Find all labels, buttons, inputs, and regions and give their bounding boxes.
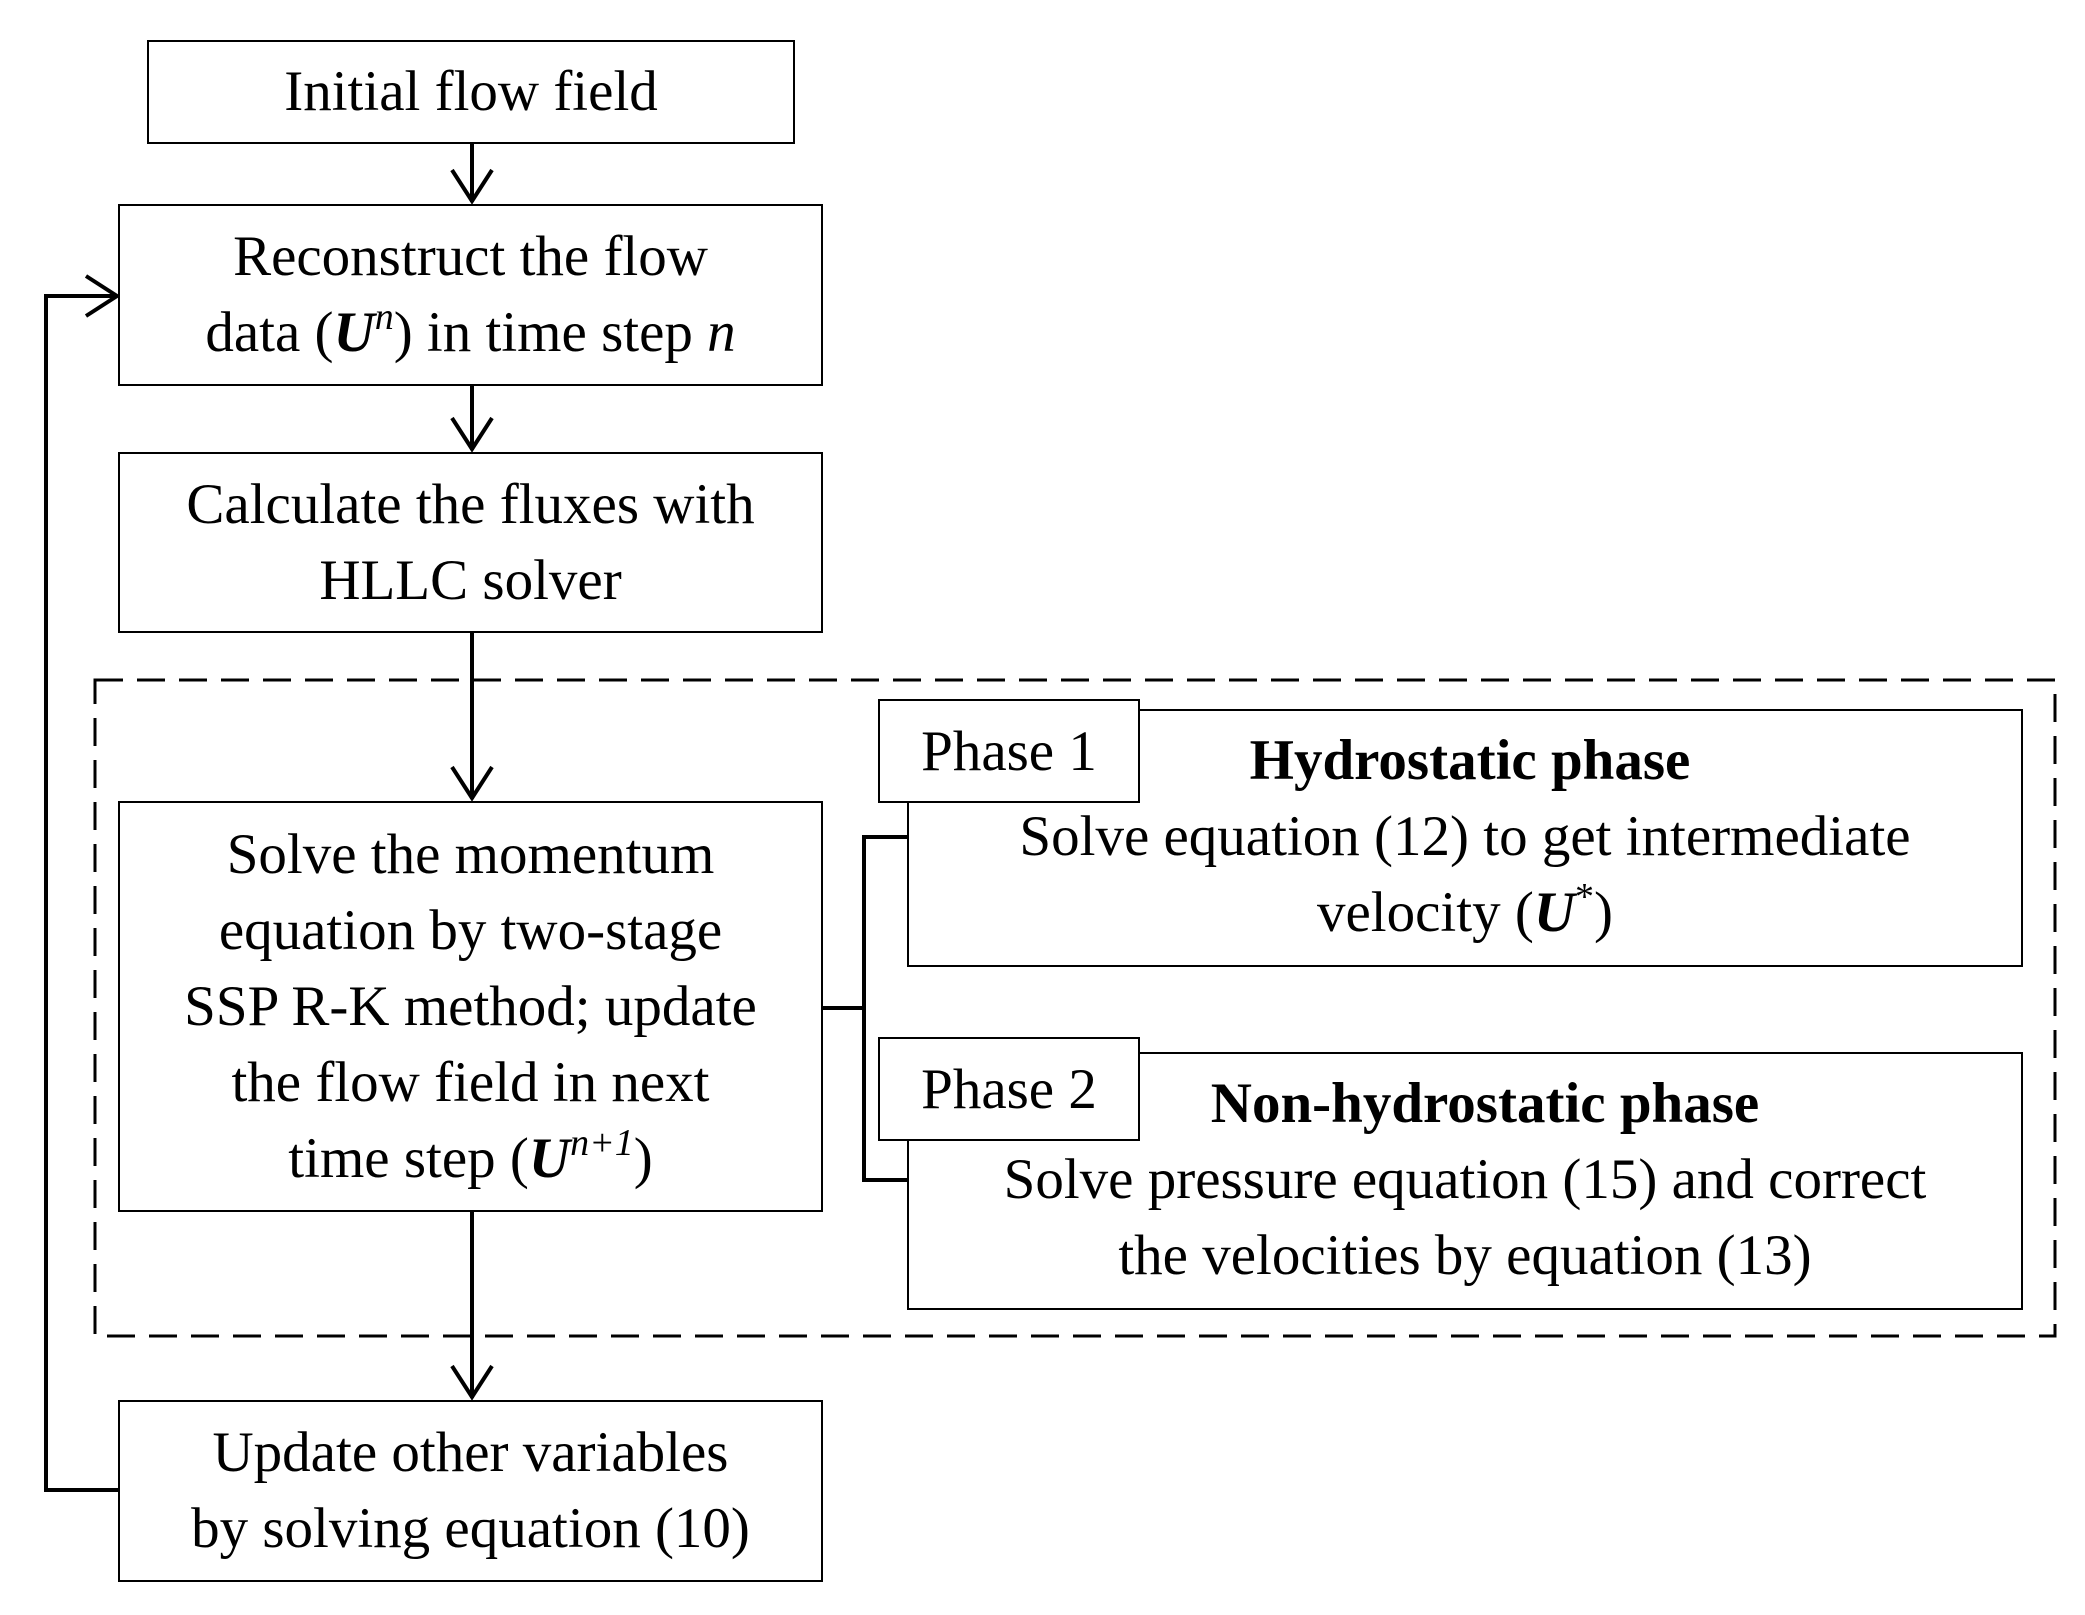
phase-1-tag: Phase 1 [878,699,1140,803]
momentum-line-3: SSP R-K method; update [184,974,757,1038]
arrowhead-loop [84,274,121,318]
initial-flow-field-box: Initial flow field [147,40,795,144]
momentum-line-1: Solve the momentum [226,822,715,886]
non-hydrostatic-phase-title: Non-hydrostatic phase [1210,1072,1760,1135]
momentum-line-2: equation by two-stage [218,898,723,962]
calculate-fluxes-box: Calculate the fluxes with HLLC solver [118,452,823,633]
momentum-line-5: time step (Un+1) [288,1121,653,1190]
fluxes-line-1: Calculate the fluxes with [186,472,755,536]
two-phase-group-border [93,678,2057,1338]
momentum-line-4: the flow field in next [231,1050,710,1114]
arrowhead-2 [450,416,494,453]
reconstruct-flow-data-box: Reconstruct the flow data (Un) in time s… [118,204,823,386]
arrowhead-1 [450,168,494,205]
solve-momentum-box: Solve the momentum equation by two-stage… [118,801,823,1212]
arrowhead-3 [450,765,494,802]
phase1-line-1: Solve equation (12) to get intermediate [1019,805,1911,868]
phase2-line-1: Solve pressure equation (15) and correct [1003,1148,1927,1211]
update-line-2: by solving equation (10) [191,1497,750,1560]
fluxes-line-2: HLLC solver [319,548,622,612]
update-line-1: Update other variables [212,1421,729,1484]
hydrostatic-phase-title: Hydrostatic phase [1249,729,1691,792]
phase-2-label: Phase 2 [921,1057,1097,1121]
bracket [862,835,908,1182]
phase-1-label: Phase 1 [921,719,1097,783]
phase1-line-2: velocity (U*) [1317,876,1613,944]
reconstruct-line-1: Reconstruct the flow [233,225,708,288]
reconstruct-line-2: data (Un) in time step n [205,296,736,364]
arrow-loop-back [44,294,118,1492]
update-variables-box: Update other variables by solving equati… [118,1400,823,1582]
phase-2-tag: Phase 2 [878,1037,1140,1141]
initial-flow-field-text: Initial flow field [284,60,658,123]
phase2-line-2: the velocities by equation (13) [1118,1224,1812,1287]
arrowhead-4 [450,1364,494,1401]
